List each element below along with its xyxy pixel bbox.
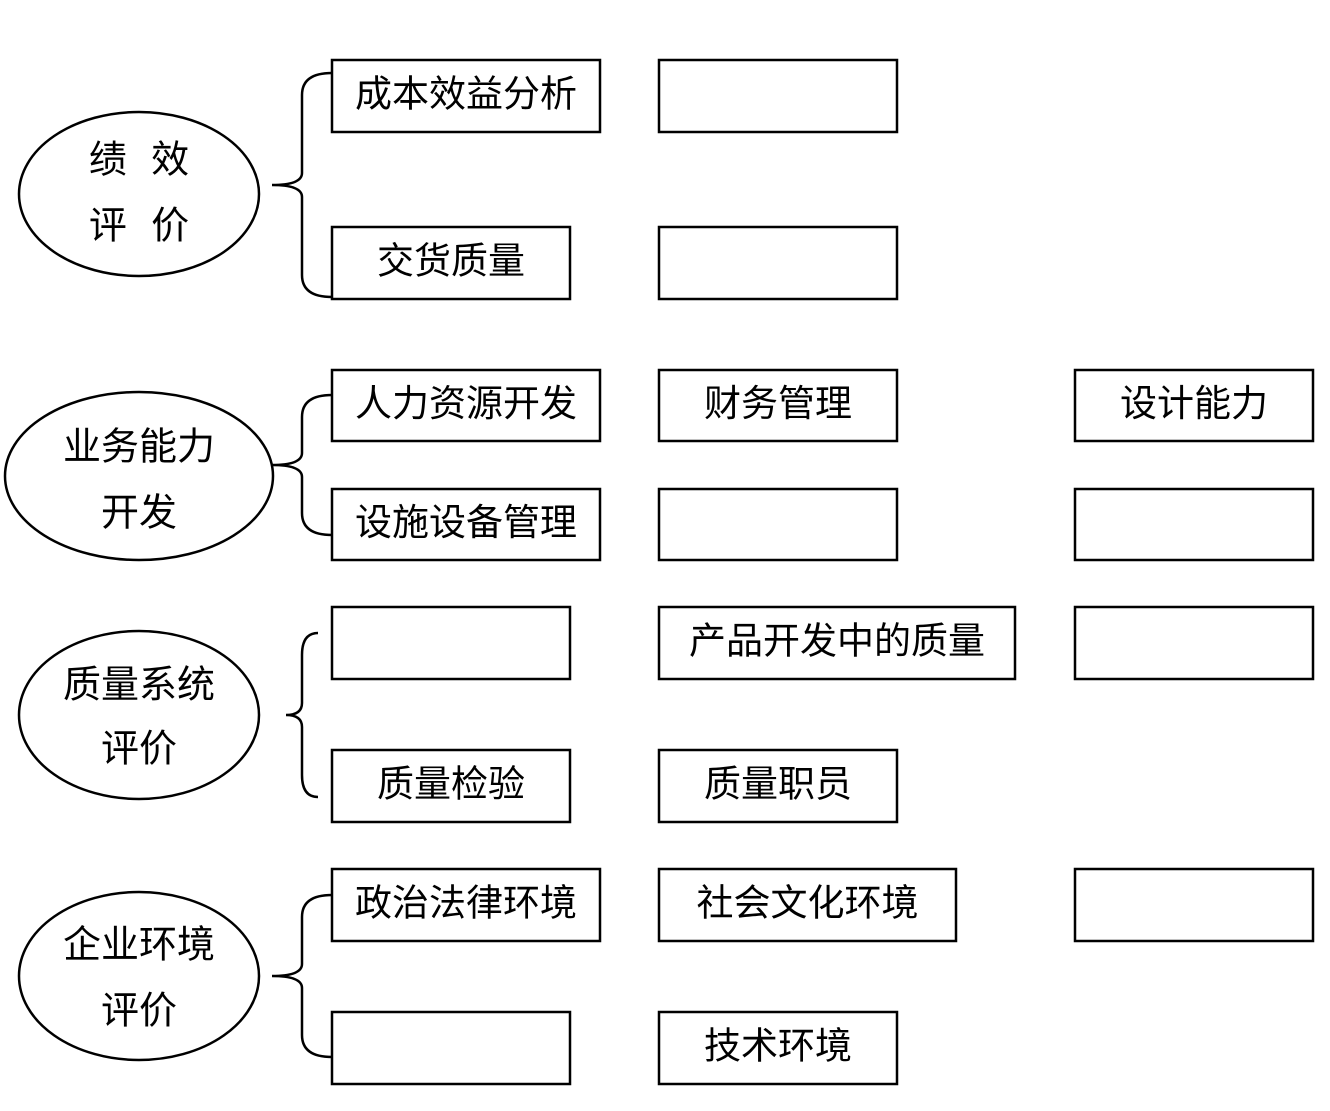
- category-ellipse: [3, 390, 275, 562]
- grouping-brace: [271, 893, 333, 1059]
- criterion-box: [330, 748, 572, 824]
- category-label: 评价: [101, 989, 177, 1033]
- criterion-label: 成本效益分析: [355, 73, 577, 116]
- empty-criterion-box: [657, 487, 899, 562]
- criterion-box: [657, 867, 958, 943]
- category-ellipse: [17, 629, 261, 801]
- category-ellipse: [17, 890, 261, 1062]
- criterion-box: [330, 225, 572, 301]
- grouping-brace: [271, 393, 333, 537]
- criterion-box: [330, 58, 602, 134]
- criterion-label: 社会文化环境: [697, 882, 919, 925]
- criterion-box: [657, 1010, 899, 1086]
- criterion-label: 财务管理: [704, 382, 852, 425]
- category-label: 开发: [101, 491, 177, 535]
- criterion-box: [657, 748, 899, 824]
- empty-criterion-box: [657, 225, 899, 301]
- empty-criterion-box: [330, 605, 572, 681]
- criterion-box: [657, 605, 1017, 681]
- category-label: 绩 效: [89, 138, 189, 182]
- criterion-box: [330, 867, 602, 943]
- category-label: 质量系统: [63, 663, 215, 707]
- grouping-brace: [271, 71, 333, 299]
- criterion-label: 质量职员: [704, 763, 852, 806]
- empty-criterion-box: [1073, 487, 1315, 562]
- empty-criterion-box: [330, 1010, 572, 1086]
- category-label: 评价: [101, 727, 177, 771]
- empty-criterion-box: [657, 58, 899, 134]
- criterion-label: 产品开发中的质量: [689, 620, 985, 663]
- criterion-box: [1073, 368, 1315, 443]
- empty-criterion-box: [1073, 867, 1315, 943]
- criterion-label: 政治法律环境: [355, 882, 577, 925]
- criterion-label: 技术环境: [704, 1025, 852, 1068]
- category-label: 企业环境: [63, 923, 215, 967]
- category-ellipse: [17, 110, 261, 278]
- category-label: 评 价: [89, 204, 189, 248]
- criterion-box: [330, 487, 602, 562]
- criterion-label: 设计能力: [1120, 382, 1268, 425]
- criterion-label: 质量检验: [377, 763, 525, 806]
- empty-criterion-box: [1073, 605, 1315, 681]
- criterion-label: 交货质量: [377, 240, 525, 283]
- criterion-box: [657, 368, 899, 443]
- criterion-box: [330, 368, 602, 443]
- criterion-label: 设施设备管理: [355, 501, 577, 544]
- category-label: 业务能力: [63, 425, 215, 469]
- grouping-brace: [285, 631, 319, 799]
- criterion-label: 人力资源开发: [355, 382, 577, 425]
